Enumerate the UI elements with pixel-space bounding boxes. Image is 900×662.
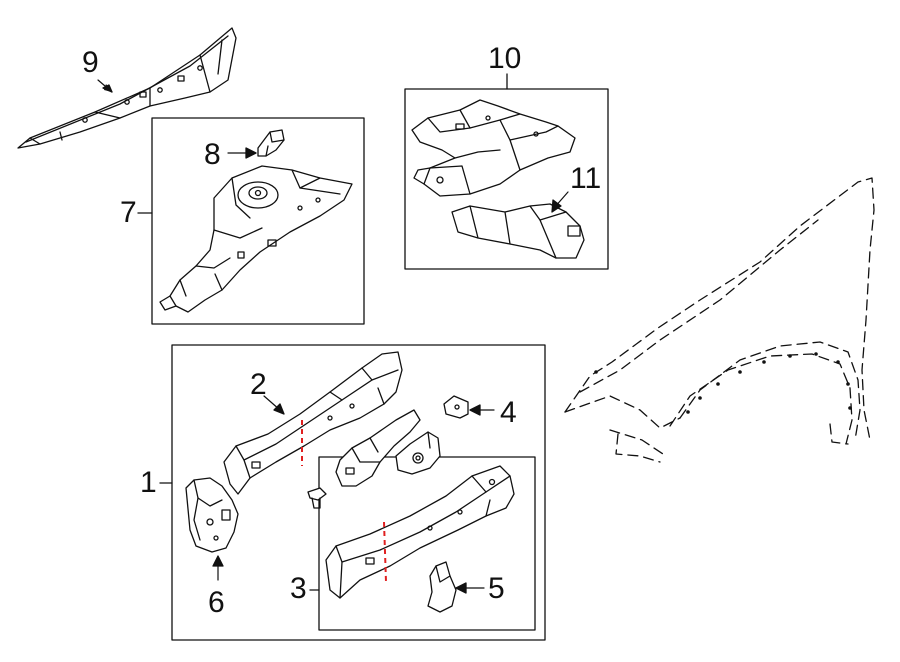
- box-7: [151, 117, 365, 325]
- callout-1: 1: [140, 466, 157, 499]
- part-8-bracket: [257, 129, 285, 157]
- callout-8: 8: [204, 138, 221, 171]
- part-11-member: [451, 203, 585, 259]
- callout-10: 10: [488, 42, 522, 75]
- callout-11: 11: [570, 162, 602, 195]
- callout-7: 7: [120, 196, 137, 229]
- fender-outline: [564, 177, 875, 463]
- part-6-bracket: [185, 477, 239, 553]
- bolt: [307, 487, 327, 509]
- part-5-bracket: [427, 561, 457, 613]
- fender-holes: [594, 352, 852, 414]
- callout-9: 9: [82, 46, 99, 79]
- cut-markers: [301, 420, 387, 583]
- small-bracket: [395, 431, 441, 475]
- part-2-rail: [223, 351, 403, 495]
- center-bracket: [335, 409, 421, 487]
- part-7-apron: [159, 165, 353, 313]
- callout-6: 6: [208, 586, 225, 619]
- part-9-rail: [17, 27, 237, 149]
- callout-3: 3: [290, 572, 307, 605]
- part-3-rail: [325, 465, 515, 599]
- callout-4: 4: [500, 396, 517, 429]
- part-4-bracket: [443, 395, 469, 419]
- box-1: [171, 344, 546, 641]
- part-10-front-frame: [411, 99, 576, 197]
- callout-5: 5: [488, 572, 505, 605]
- callout-2: 2: [250, 368, 267, 401]
